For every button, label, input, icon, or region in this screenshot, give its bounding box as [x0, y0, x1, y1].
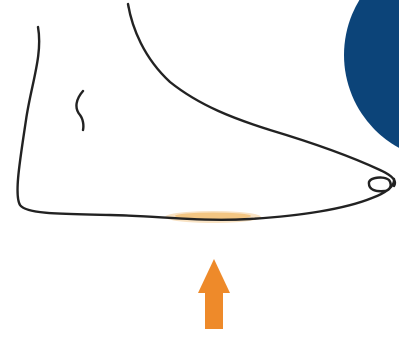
pressure-arrow-shaft: [205, 291, 223, 329]
sole-highlight: [165, 211, 261, 223]
